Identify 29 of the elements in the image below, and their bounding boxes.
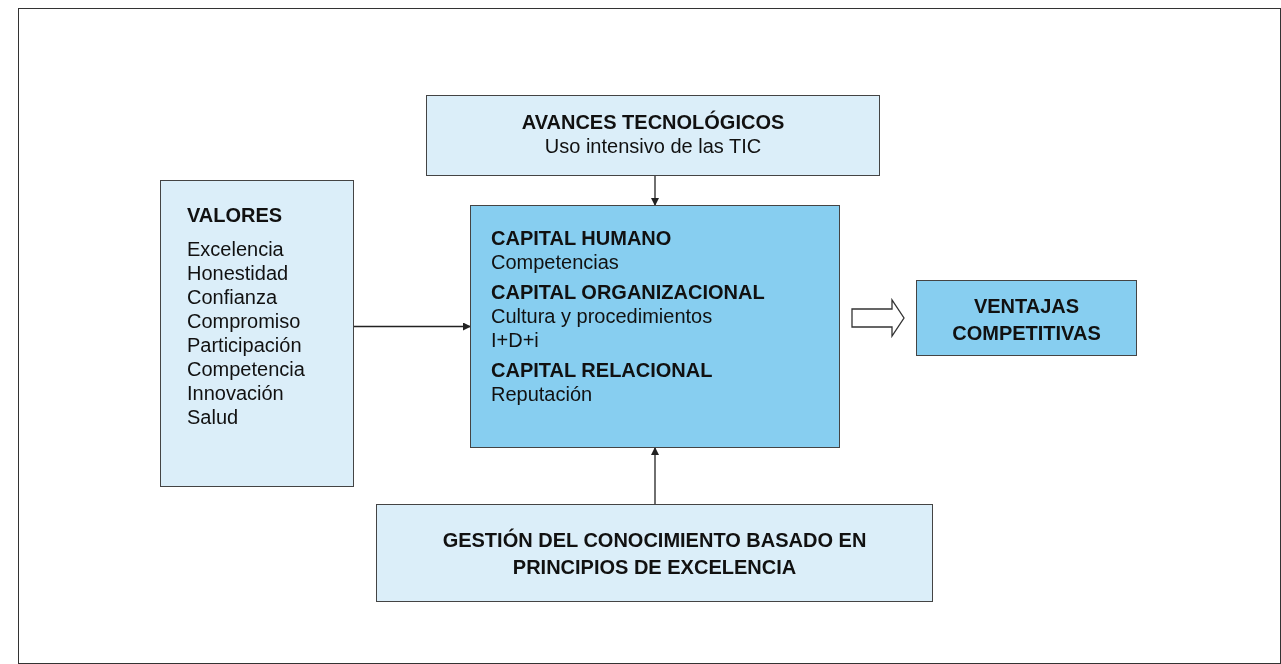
arrow [651, 175, 659, 206]
node-text: Reputación [491, 382, 594, 406]
node-text: Cultura y procedimientos [491, 304, 714, 328]
list-item: Participación [187, 333, 303, 357]
node-heading: VENTAJAS COMPETITIVAS [951, 294, 1102, 346]
block-arrow [851, 297, 905, 339]
process-box [916, 280, 1137, 356]
node-text: Competencias [491, 250, 620, 274]
node-text: Uso intensivo de las TIC [543, 134, 763, 158]
list-item: Competencia [187, 357, 306, 381]
process-box [470, 205, 840, 448]
list-item: Honestidad [187, 261, 290, 285]
arrow [353, 322, 471, 331]
process-box [426, 95, 880, 176]
section-heading: CAPITAL HUMANO [491, 226, 673, 250]
process-box [376, 504, 933, 602]
list-item: Excelencia [187, 237, 285, 261]
node-heading: AVANCES TECNOLÓGICOS [520, 110, 786, 134]
arrow [651, 447, 659, 505]
list-item: Salud [187, 405, 240, 429]
list-item: Compromiso [187, 309, 302, 333]
node-heading: GESTIÓN DEL CONOCIMIENTO BASADO EN PRINCIPIOS DE EXCELENCIA [441, 527, 868, 580]
section-heading: CAPITAL ORGANIZACIONAL [491, 280, 766, 304]
section-heading: CAPITAL RELACIONAL [491, 358, 714, 382]
node-text: I+D+i [491, 328, 540, 352]
process-box [160, 180, 354, 487]
list-item: Innovación [187, 381, 285, 405]
node-heading: VALORES [187, 203, 284, 227]
list-item: Confianza [187, 285, 279, 309]
